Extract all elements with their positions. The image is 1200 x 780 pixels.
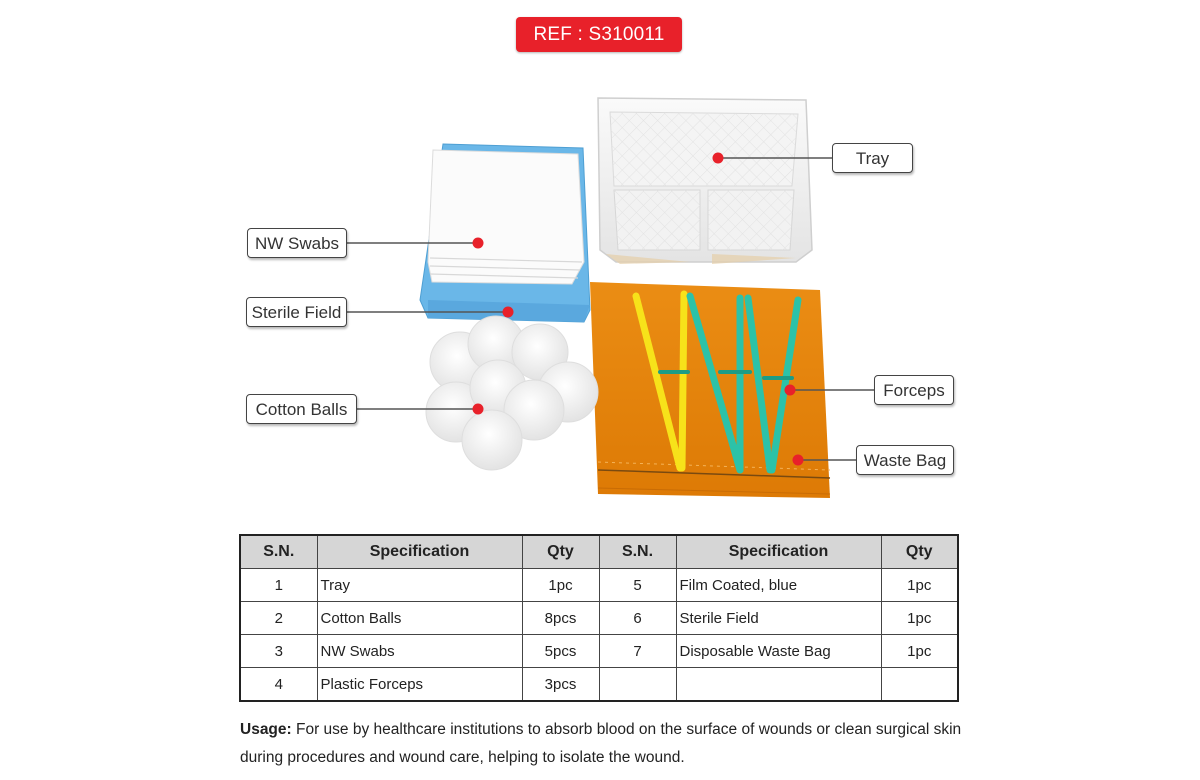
cell-sn: 7 — [598, 634, 677, 668]
sterile-field-marker — [502, 306, 514, 318]
cell-sn: 2 — [239, 601, 318, 635]
callout-tray: Tray — [832, 143, 913, 173]
header-sn-1: S.N. — [239, 534, 318, 569]
cell-qty: 5pcs — [521, 634, 600, 668]
header-sn-2: S.N. — [598, 534, 677, 569]
cell-specification: Sterile Field — [675, 601, 882, 635]
header-qty-1: Qty — [521, 534, 600, 569]
usage-text: For use by healthcare institutions to ab… — [240, 721, 962, 766]
tray-illustration — [597, 97, 813, 264]
forceps-illustration — [632, 290, 802, 474]
cell-qty: 1pc — [880, 634, 959, 668]
cell-specification: Plastic Forceps — [316, 667, 523, 702]
cell-qty: 8pcs — [521, 601, 600, 635]
nw-swabs-marker — [472, 237, 484, 249]
cell-specification: NW Swabs — [316, 634, 523, 668]
header-specification-1: Specification — [316, 534, 523, 569]
cell-specification: Disposable Waste Bag — [675, 634, 882, 668]
tray-marker — [712, 152, 724, 164]
table-header-row: S.N. Specification Qty S.N. Specificatio… — [239, 534, 959, 569]
cell-qty — [880, 667, 959, 702]
product-photo — [346, 97, 874, 498]
cell-qty: 1pc — [880, 568, 959, 602]
callout-sterile-field: Sterile Field — [246, 297, 347, 327]
ref-badge: REF : S310011 — [516, 17, 682, 52]
callout-markers — [472, 152, 804, 466]
table-row: 4 Plastic Forceps 3pcs — [239, 667, 959, 702]
callout-cotton-balls: Cotton Balls — [246, 394, 357, 424]
cell-sn: 3 — [239, 634, 318, 668]
cell-qty: 1pc — [880, 601, 959, 635]
cell-sn: 1 — [239, 568, 318, 602]
cell-sn — [598, 667, 677, 702]
table-row: 2 Cotton Balls 8pcs 6 Sterile Field 1pc — [239, 601, 959, 635]
cell-specification — [675, 667, 882, 702]
header-qty-2: Qty — [880, 534, 959, 569]
cell-sn: 5 — [598, 568, 677, 602]
waste-bag-marker — [792, 454, 804, 466]
cell-specification: Film Coated, blue — [675, 568, 882, 602]
header-specification-2: Specification — [675, 534, 882, 569]
callout-forceps: Forceps — [874, 375, 954, 405]
cotton-balls-illustration — [425, 315, 599, 471]
callout-nw-swabs: NW Swabs — [247, 228, 347, 258]
nw-swabs-illustration — [427, 149, 585, 285]
usage-note: Usage: For use by healthcare institution… — [240, 716, 1000, 772]
specification-table: S.N. Specification Qty S.N. Specificatio… — [239, 534, 959, 702]
cell-qty: 1pc — [521, 568, 600, 602]
cell-sn: 4 — [239, 667, 318, 702]
table-row: 1 Tray 1pc 5 Film Coated, blue 1pc — [239, 568, 959, 602]
table-row: 3 NW Swabs 5pcs 7 Disposable Waste Bag 1… — [239, 634, 959, 668]
forceps-marker — [784, 384, 796, 396]
callout-leaders — [346, 157, 874, 461]
callout-waste-bag: Waste Bag — [856, 445, 954, 475]
cell-specification: Tray — [316, 568, 523, 602]
usage-label: Usage: — [240, 721, 292, 738]
cell-sn: 6 — [598, 601, 677, 635]
cotton-balls-marker — [472, 403, 484, 415]
cell-specification: Cotton Balls — [316, 601, 523, 635]
cell-qty: 3pcs — [521, 667, 600, 702]
